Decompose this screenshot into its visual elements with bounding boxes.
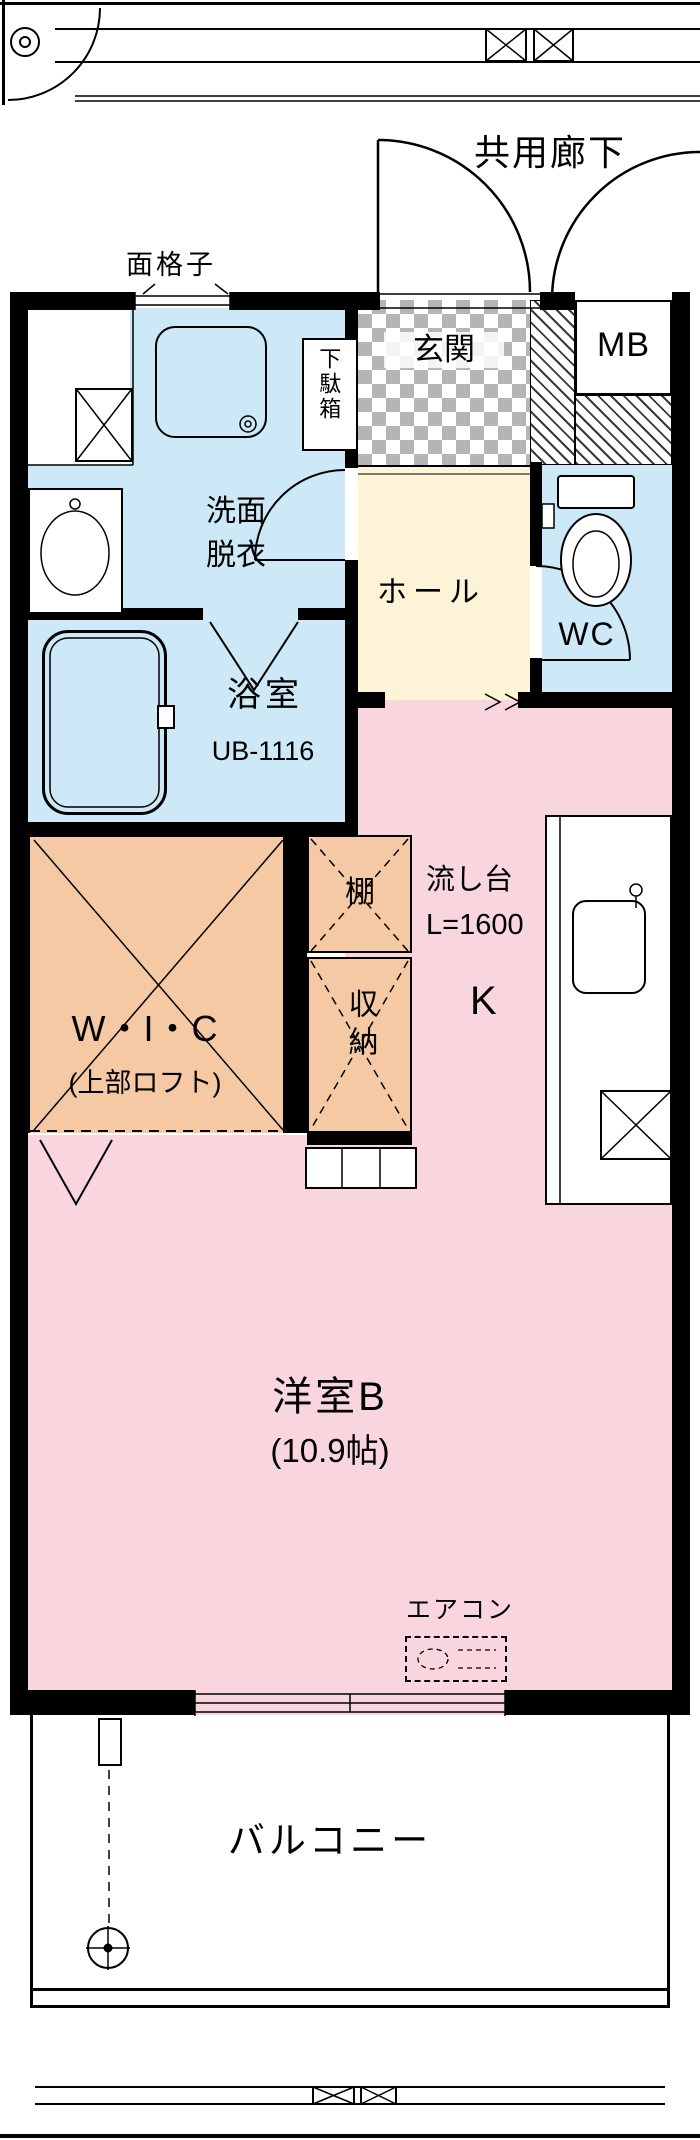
shoe-cabinet-box <box>302 338 358 451</box>
wic-note-label: (上部ロフト) <box>68 1068 222 1098</box>
wall-kitchen-left <box>345 692 385 708</box>
storage-label: 収納 <box>343 988 377 1064</box>
bathtub <box>42 630 167 815</box>
top-vent-box-2 <box>533 28 574 62</box>
building-corner <box>7 7 101 101</box>
sink-label: 流し台 L=1600 <box>426 858 524 948</box>
wall-wic-column <box>285 835 307 1133</box>
structure-hatch-horizontal <box>575 395 672 465</box>
hall-label: ホール <box>377 576 485 609</box>
balcony-rail-line-2 <box>30 2005 670 2008</box>
wall-hall-wc-upper <box>530 462 542 566</box>
entrance-area <box>358 300 530 465</box>
wc-area <box>542 465 672 700</box>
corridor-label: 共用廊下 <box>473 132 626 173</box>
main-room-size-label: (10.9帖) <box>270 1432 390 1469</box>
balcony-label: バルコニー <box>227 1820 433 1861</box>
wall-wash-bath-right <box>298 608 345 620</box>
wc-label: WC <box>558 616 616 652</box>
top-left-edge-line <box>2 0 5 105</box>
top-rail-line-1 <box>55 28 700 30</box>
wall-top-left <box>10 292 135 310</box>
pipe-shaft-box <box>75 388 133 462</box>
washroom-label: 洗面 脱衣 <box>176 490 296 577</box>
bathroom-model-label: UB-1116 <box>211 736 315 766</box>
entrance-label: 玄関 <box>384 332 504 368</box>
bottom-vent-box-1 <box>312 2086 355 2105</box>
grille-window <box>134 283 231 310</box>
bottom-vent-box-2 <box>360 2086 397 2105</box>
shoe-cabinet-label: 下駄箱 <box>316 347 342 422</box>
corridor-floor-lines <box>75 95 700 102</box>
bathroom-label: 浴室 <box>227 676 303 714</box>
wall-outer-right <box>672 292 690 1715</box>
sink-label-name: 流し台 <box>426 864 514 896</box>
grille-label: 面格子 <box>126 250 216 280</box>
kitchen-sink <box>572 900 646 994</box>
shelf-label: 棚 <box>345 876 375 909</box>
top-vent-box-1 <box>485 28 527 62</box>
top-rail-line-2 <box>55 61 700 63</box>
structure-hatch-vertical <box>530 300 575 465</box>
wall-bath-wic <box>28 822 345 836</box>
gutter-box <box>98 1718 122 1766</box>
balcony-side-right <box>667 1715 670 2006</box>
main-room-area <box>28 1135 672 1715</box>
wall-top-stub <box>540 292 575 310</box>
aircon-label: エアコン <box>406 1596 515 1624</box>
top-edge-line <box>0 2 700 5</box>
washroom-label-line2: 脱衣 <box>206 538 266 572</box>
bottom-edge-line <box>0 2134 700 2138</box>
low-counter <box>305 1147 417 1189</box>
washer-pan <box>155 326 267 438</box>
kitchen-label: K <box>470 979 497 1023</box>
wall-bottom-right <box>505 1690 690 1715</box>
main-room-label: 洋室B <box>272 1375 388 1419</box>
sink-label-length: L=1600 <box>426 908 524 941</box>
column-box <box>600 1090 672 1160</box>
balcony-side-left <box>30 1715 33 2006</box>
balcony-rail-line-1 <box>30 1988 670 1991</box>
wall-outer-left <box>10 292 28 1715</box>
wall-hall-wc-lower <box>530 658 542 700</box>
wall-top-middle <box>230 292 380 310</box>
balcony-drain <box>86 1770 130 1970</box>
neighbor-door-swing <box>550 150 700 301</box>
meter-box-label: MB <box>597 326 650 364</box>
aircon-unit-dashed <box>405 1636 507 1682</box>
washroom-label-line1: 洗面 <box>206 495 266 528</box>
meter-box <box>575 300 672 395</box>
hall-area <box>358 465 530 700</box>
wall-kitchen-right <box>518 692 672 708</box>
vanity-unit <box>28 488 123 614</box>
wall-bottom-left <box>10 1690 195 1715</box>
wall-storage-bottom <box>307 1133 412 1145</box>
wic-label: W・I・C <box>71 1008 219 1049</box>
